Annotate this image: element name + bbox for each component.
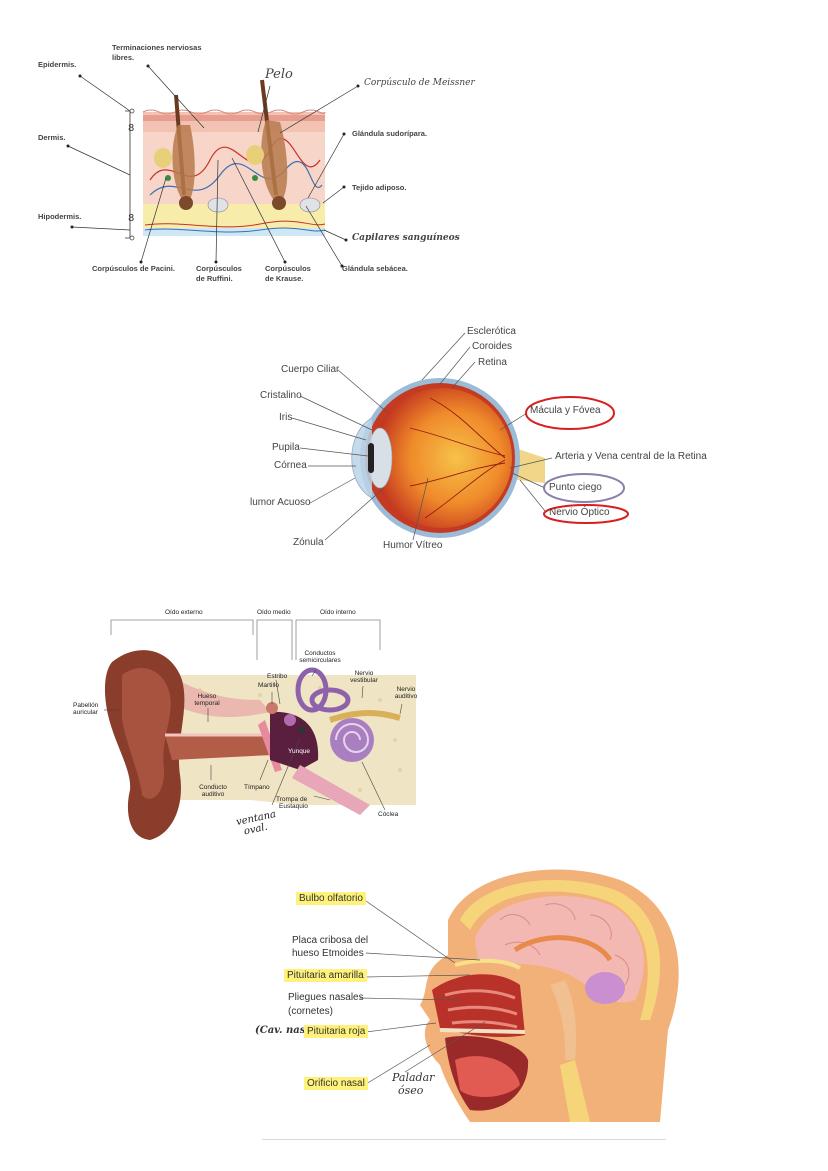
amarilla-highlight: Pituitaria amarilla: [284, 969, 367, 982]
label-arteria: Arteria y Vena central de la Retina: [555, 451, 707, 462]
label-nervio-auditivo-2: auditivo: [394, 693, 418, 700]
label-pabellon-1: Pabellón: [73, 702, 99, 709]
label-trompa-1: Trompa de: [276, 796, 308, 803]
label-estribo: Estribo: [267, 673, 288, 680]
label-iris: Iris: [279, 412, 293, 423]
label-coroides: Coroides: [472, 341, 513, 352]
label-cornea: Córnea: [274, 460, 307, 471]
ear-diagram: Oído externo Oído medio Oído interno Con…: [0, 600, 828, 860]
label-punto-ciego: Punto ciego: [549, 482, 602, 493]
label-hueso-2: temporal: [194, 700, 220, 707]
label-retina: Retina: [478, 357, 507, 368]
label-pabellon-2: auricular: [73, 709, 98, 716]
label-sudoripara: Glándula sudorípara.: [352, 129, 428, 138]
label-adiposo: Tejido adiposo.: [352, 183, 407, 192]
label-pliegues-2: (cornetes): [288, 1006, 334, 1017]
label-oido-interno: Oído interno: [320, 609, 356, 616]
label-bulbo: Bulbo olfatorio: [296, 892, 366, 905]
label-cav-nasal: (Cav. nasal): [255, 1025, 321, 1036]
label-capilares: Capilares sanguíneos: [352, 233, 460, 243]
eye-illustration: [291, 332, 629, 541]
label-zonula: Zónula: [293, 537, 324, 548]
label-sebacea: Glándula sebácea.: [342, 264, 408, 273]
label-coclea: Cóclea: [378, 811, 399, 818]
label-cristalino: Cristalino: [260, 390, 302, 401]
label-nervio-vestibular-2: vestibular: [350, 677, 378, 684]
skin-diagram: 8 8 Terminaciones nerviosas libres. Epid…: [0, 0, 828, 290]
roja-highlight: Pituitaria roja: [304, 1025, 369, 1038]
label-pliegues-1: Pliegues nasales: [288, 992, 364, 1003]
label-paladar-2: óseo: [398, 1084, 424, 1097]
label-dermis: Dermis.: [38, 133, 66, 142]
label-pupila: Pupila: [272, 442, 300, 453]
label-hueso-1: Hueso: [197, 693, 217, 700]
label-macula: Mácula y Fóvea: [530, 405, 601, 416]
label-nervio-optico: Nervio Óptico: [549, 507, 610, 518]
label-placa-2: hueso Etmoides: [292, 948, 364, 959]
label-hipodermis: Hipodermis.: [38, 212, 82, 221]
label-pacini: Corpúsculos de Pacini.: [92, 264, 175, 273]
orificio-highlight: Orificio nasal: [304, 1077, 368, 1090]
label-pelo: Pelo: [265, 67, 293, 82]
label-cuerpo-ciliar: Cuerpo Ciliar: [281, 364, 340, 375]
nose-diagram: Bulbo olfatorio Placa cribosa del hueso …: [0, 860, 828, 1130]
svg-text:8: 8: [128, 213, 134, 224]
label-epidermis: Epidermis.: [38, 60, 77, 69]
footer-divider: [262, 1139, 666, 1140]
label-humor-vitreo: Humor Vítreo: [383, 540, 443, 551]
label-nervio-vestibular-1: Nervio: [354, 670, 374, 677]
label-oido-externo: Oído externo: [165, 609, 203, 616]
label-conducto-2: auditivo: [201, 791, 225, 798]
label-krause-2: de Krause.: [265, 274, 304, 283]
label-ruffini-1: Corpúsculos: [196, 264, 242, 273]
skin-illustration: 8 8: [66, 64, 360, 268]
label-meissner: Corpúsculo de Meissner: [364, 78, 475, 88]
label-yunque: Yunque: [288, 748, 311, 755]
label-oido-medio: Oído medio: [257, 609, 291, 616]
label-conducto-1: Conducto: [199, 784, 227, 791]
label-conductos-1: Conductos: [304, 650, 336, 657]
label-placa-1: Placa cribosa del: [292, 935, 369, 946]
ear-illustration: [104, 619, 416, 840]
label-trompa-2: Eustaquio: [279, 803, 308, 810]
label-pituitaria-roja: Pituitaria roja: [304, 1025, 369, 1038]
bulbo-highlight: Bulbo olfatorio: [296, 892, 366, 905]
label-humor-acuoso: lumor Acuoso: [250, 497, 311, 508]
label-martillo: Martillo: [258, 682, 279, 689]
head-illustration: [359, 869, 679, 1122]
label-pituitaria-amarilla: Pituitaria amarilla: [284, 969, 367, 982]
label-esclerotica: Esclerótica: [467, 326, 516, 337]
svg-text:8: 8: [128, 123, 134, 134]
eye-diagram: Esclerótica Coroides Retina Cuerpo Cilia…: [0, 318, 828, 558]
label-krause-1: Corpúsculos: [265, 264, 311, 273]
label-conductos-2: semicirculares: [299, 657, 341, 664]
label-paladar-1: Paladar: [392, 1071, 435, 1084]
label-terminaciones: Terminaciones nerviosas libres.: [112, 43, 202, 62]
label-orificio: Orificio nasal: [304, 1077, 368, 1090]
label-ruffini-2: de Ruffini.: [196, 274, 233, 283]
label-timpano: Tímpano: [244, 784, 270, 791]
label-nervio-auditivo-1: Nervio: [396, 686, 416, 693]
